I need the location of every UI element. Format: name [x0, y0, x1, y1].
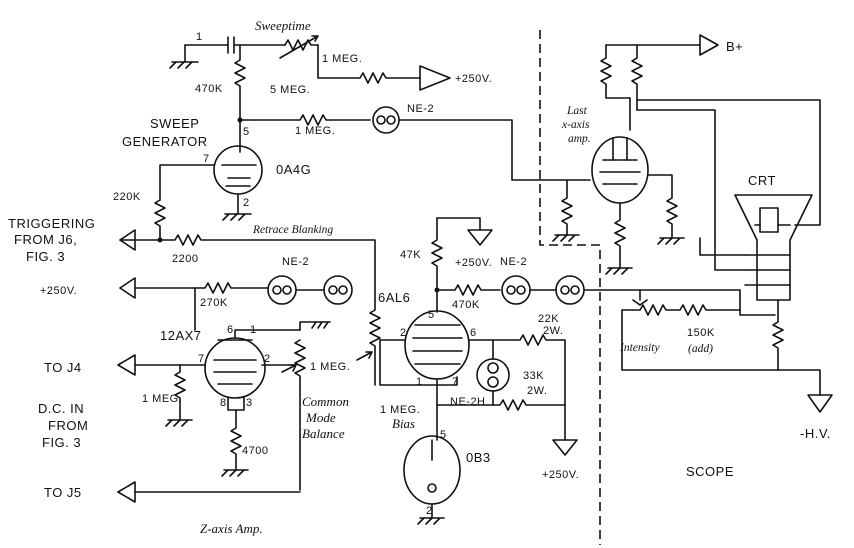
scope-section — [552, 34, 833, 413]
r-22k-watt-label: 2W. — [543, 325, 563, 337]
ne2-c-label: NE-2 — [500, 256, 527, 268]
pin-1c: 1 — [416, 376, 423, 388]
triggering-label-1: TRIGGERING — [8, 216, 95, 231]
r-150k-note: (add) — [688, 343, 713, 355]
pin-5c: 5 — [428, 309, 435, 321]
common-mode-label-1: Common — [302, 394, 349, 409]
pin-6c: 6 — [470, 327, 477, 339]
common-mode-label-2: Mode — [305, 410, 336, 425]
pin-5a: 5 — [243, 126, 250, 138]
pin-2c: 2 — [400, 327, 407, 339]
last-x-axis-label-1: Last — [566, 105, 588, 117]
b-plus-label: B+ — [726, 39, 743, 54]
pin-2d: 2 — [426, 505, 433, 517]
bias-label-1: 1 MEG. — [380, 404, 420, 416]
r-470k-a-label: 470K — [195, 83, 223, 95]
intensity-label: Intensity — [619, 342, 660, 354]
z-axis-amp-section — [117, 275, 353, 503]
triggering-label-2: FROM J6, — [14, 232, 77, 247]
r-150k-label: 150K — [687, 327, 715, 339]
diagram-labels: Sweeptime 1 MEG. 1 5 MEG. 470K +250V. NE… — [8, 18, 831, 536]
r-1meg-b-label: 1 MEG. — [295, 125, 335, 137]
dc-in-label-1: D.C. IN — [38, 401, 84, 416]
to-j4-label: TO J4 — [44, 360, 82, 375]
r-33k-watt-label: 2W. — [527, 385, 547, 397]
r-4700-label: 4700 — [242, 445, 268, 457]
scope-label: SCOPE — [686, 464, 734, 479]
plus250-bot-label: +250V. — [542, 469, 579, 481]
tube-6al6-label: 6AL6 — [378, 290, 410, 305]
last-x-axis-label-3: amp. — [568, 133, 591, 145]
sweep-generator-section — [119, 35, 591, 301]
r-270k-label: 270K — [200, 297, 228, 309]
r-47k-label: 47K — [400, 249, 421, 261]
pin-8b: 8 — [220, 397, 227, 409]
crt-label: CRT — [748, 173, 776, 188]
sweep-generator-label-2: GENERATOR — [122, 134, 208, 149]
triggering-label-3: FIG. 3 — [26, 249, 65, 264]
dc-in-label-2: FROM — [48, 418, 88, 433]
pin-1b: 1 — [250, 324, 257, 336]
r-220k-label: 220K — [113, 191, 141, 203]
pin-7c: 7 — [452, 376, 459, 388]
ne2h-label: NE-2H — [450, 396, 486, 408]
pin-7b: 7 — [198, 353, 205, 365]
ne2-a-label: NE-2 — [407, 103, 434, 115]
tube-0a4g-label: 0A4G — [276, 162, 311, 177]
r-1meg-cm-label: 1 MEG. — [310, 361, 350, 373]
bias-label-2: Bias — [392, 416, 415, 431]
r-470k-b-label: 470K — [452, 299, 480, 311]
pin-5d: 5 — [440, 429, 447, 441]
plus250-left-label: +250V. — [40, 285, 77, 297]
dc-in-label-3: FIG. 3 — [42, 435, 81, 450]
pin-2b: 2 — [264, 353, 271, 365]
pin-3b: 3 — [246, 397, 253, 409]
z-axis-amp-label: Z-axis Amp. — [200, 521, 263, 536]
r-2200-label: 2200 — [172, 253, 198, 265]
blanking-amp-section — [356, 217, 741, 525]
common-mode-label-3: Balance — [302, 426, 345, 441]
plus250-top-label: +250V. — [455, 73, 492, 85]
tube-0b3-label: 0B3 — [466, 450, 491, 465]
sweep-5meg-label: 5 MEG. — [270, 84, 310, 96]
retrace-blanking-label: Retrace Blanking — [252, 224, 333, 236]
plus250-mid-label: +250V. — [455, 257, 492, 269]
sweep-generator-label-1: SWEEP — [150, 116, 199, 131]
last-x-axis-label-2: x-axis — [561, 119, 590, 131]
r-22k-label: 22K — [538, 313, 559, 325]
pin-7a: 7 — [203, 153, 210, 165]
sweep-1meg-label: 1 MEG. — [322, 53, 362, 65]
capacitor-1-label: 1 — [196, 31, 203, 43]
r-33k-label: 33K — [523, 370, 544, 382]
pin-6b: 6 — [227, 324, 234, 336]
sweeptime-label: Sweeptime — [255, 18, 311, 33]
tube-12ax7-label: 12AX7 — [160, 328, 202, 343]
scope-boundary-dashed — [539, 30, 601, 545]
to-j5-label: TO J5 — [44, 485, 82, 500]
pin-2a: 2 — [243, 197, 250, 209]
ne2-b-label: NE-2 — [282, 256, 309, 268]
minus-hv-label: -H.V. — [800, 426, 831, 441]
r-1meg-grid-label: 1 MEG. — [142, 393, 182, 405]
